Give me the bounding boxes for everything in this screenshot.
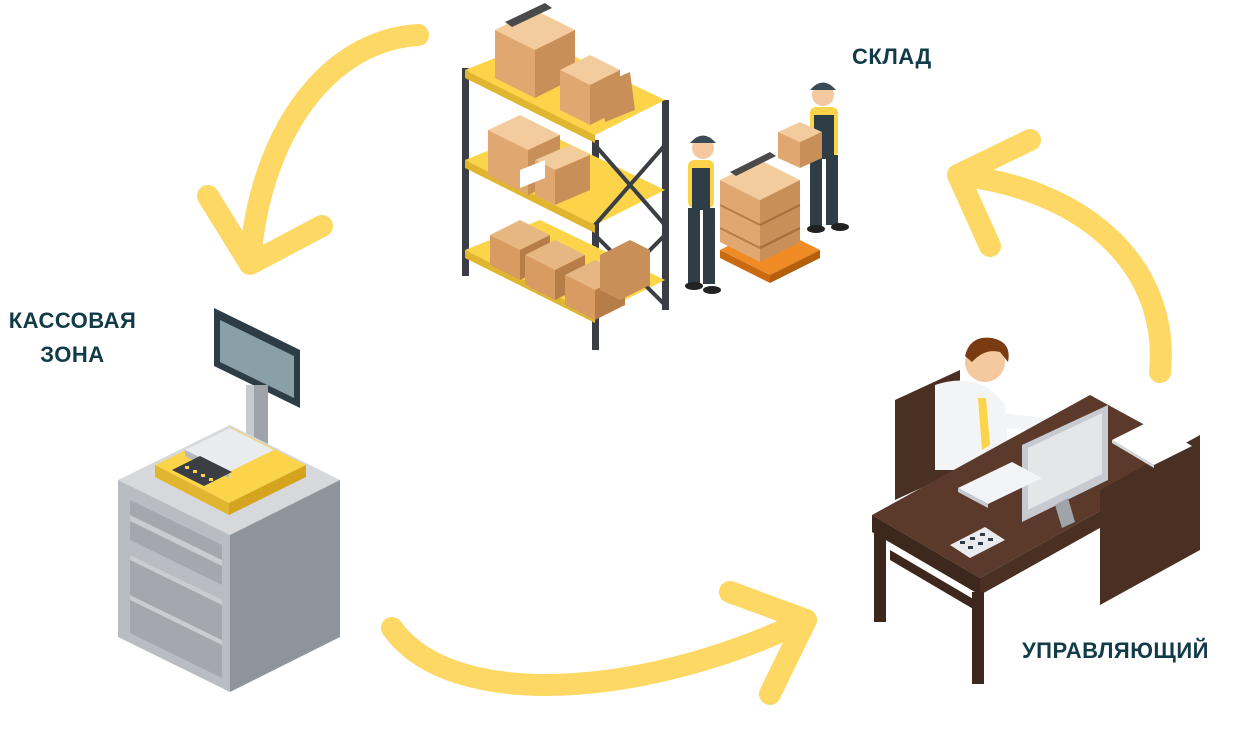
manager-at-desk-icon [872, 337, 1200, 684]
arrow-warehouse-to-checkout [197, 24, 429, 275]
cash-register-scale-icon [118, 308, 340, 692]
warehouse-label: СКЛАД [852, 44, 932, 69]
arrow-manager-to-warehouse [947, 129, 1172, 383]
checkout-zone-label-line1: КАССОВАЯ [8, 308, 137, 333]
manager-label: УПРАВЛЯЮЩИЙ [1022, 638, 1209, 663]
warehouse-shelves-workers-icon [462, 3, 849, 350]
checkout-zone-label-line2: ЗОНА [40, 342, 105, 367]
arrow-checkout-to-manager [381, 581, 817, 705]
checkout-zone-label: КАССОВАЯ ЗОНА [0, 304, 145, 372]
